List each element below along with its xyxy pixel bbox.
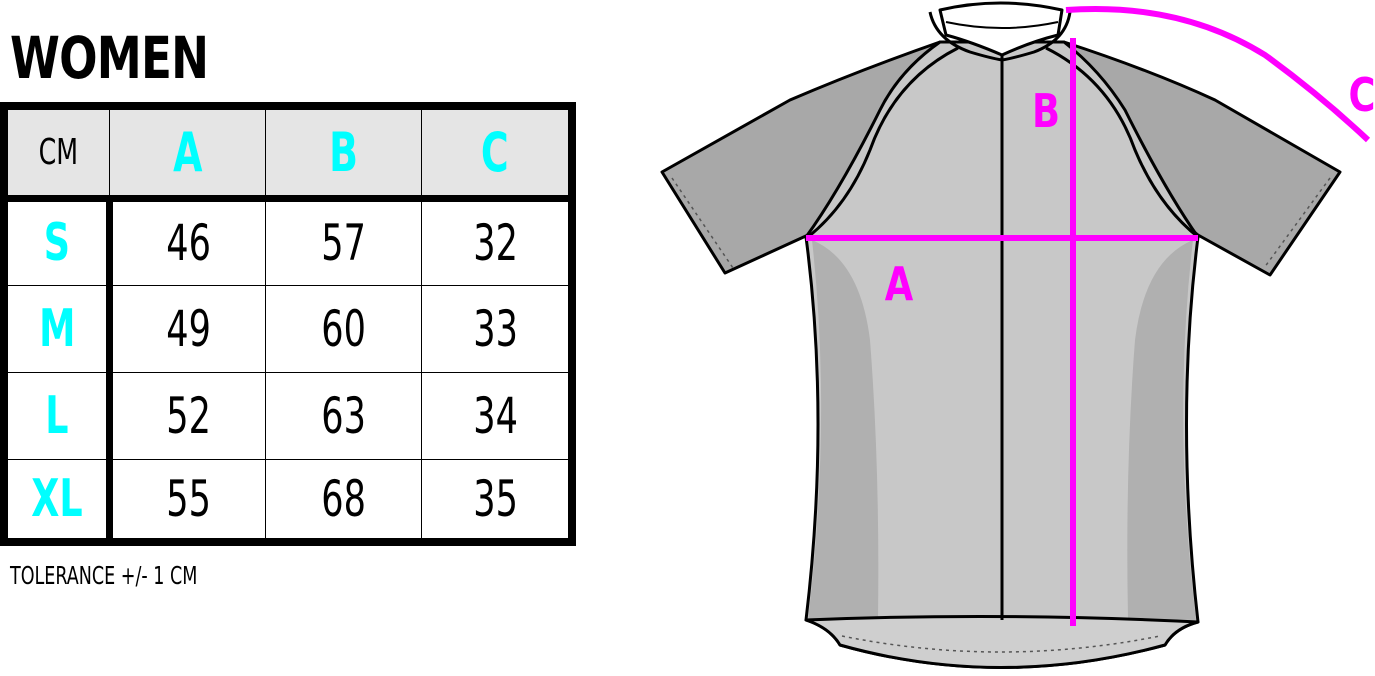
size-cell: S — [3, 197, 114, 286]
size-label: M — [38, 299, 76, 360]
value-cell: 60 — [265, 284, 423, 374]
unit-header-cell: CM — [3, 105, 110, 202]
measurement-value: 35 — [472, 470, 518, 529]
value-cell: 32 — [421, 197, 573, 286]
right-raglan-seam — [1045, 46, 1199, 239]
hem-band — [804, 614, 1200, 669]
measure-label-c: C — [1348, 68, 1375, 122]
measurement-value: 34 — [472, 387, 518, 446]
size-cell: L — [3, 372, 114, 461]
value-cell: 35 — [421, 459, 573, 543]
measure-label-a: A — [885, 257, 914, 311]
column-label-a: A — [172, 120, 203, 184]
size-label: XL — [31, 469, 83, 530]
table-row: XL 55 68 35 — [3, 459, 573, 543]
size-cell: M — [3, 284, 114, 374]
size-label: L — [45, 386, 69, 447]
column-label-b: B — [329, 120, 359, 184]
table-header-row: CM A B C — [3, 105, 573, 202]
collar — [938, 1, 1064, 57]
value-cell: 34 — [421, 372, 573, 461]
value-cell: 33 — [421, 284, 573, 374]
measure-label-b: B — [1032, 84, 1060, 138]
left-side-panel — [808, 240, 879, 620]
collar-inner — [945, 21, 1059, 29]
unit-label: CM — [38, 131, 79, 173]
value-cell: 49 — [108, 284, 267, 374]
value-cell: 63 — [265, 372, 423, 461]
size-label: S — [43, 213, 71, 274]
size-cell: XL — [3, 459, 114, 543]
measurement-value: 49 — [166, 300, 212, 359]
table-row: L 52 63 34 — [3, 372, 573, 461]
value-cell: 46 — [108, 197, 267, 286]
right-side-panel — [1127, 240, 1196, 620]
measurement-value: 52 — [166, 387, 212, 446]
size-chart-table: CM A B C S 46 57 32 M 49 60 33 L 52 63 3… — [0, 102, 576, 546]
measurement-value: 60 — [321, 300, 367, 359]
value-cell: 68 — [265, 459, 423, 543]
measurement-value: 57 — [321, 214, 367, 273]
measurement-value: 68 — [321, 470, 367, 529]
left-raglan-seam — [807, 46, 959, 239]
column-header-b: B — [265, 105, 423, 202]
value-cell: 55 — [108, 459, 267, 543]
table-row: M 49 60 33 — [3, 284, 573, 374]
measure-line-c — [1065, 5, 1371, 143]
column-header-c: C — [421, 105, 573, 202]
right-sleeve-hem-stitch — [1263, 177, 1331, 269]
measurement-value: 63 — [321, 387, 367, 446]
measurement-value: 33 — [472, 300, 518, 359]
measurement-value: 46 — [166, 214, 212, 273]
value-cell: 52 — [108, 372, 267, 461]
measurement-value: 32 — [472, 214, 518, 273]
column-label-c: C — [481, 120, 510, 184]
column-header-a: A — [108, 105, 267, 202]
tolerance-note: TOLERANCE +/- 1 CM — [10, 561, 198, 590]
collar-front — [928, 11, 1072, 62]
measurement-value: 55 — [166, 470, 212, 529]
table-row: S 46 57 32 — [3, 197, 573, 286]
page-title: WOMEN — [10, 24, 209, 92]
